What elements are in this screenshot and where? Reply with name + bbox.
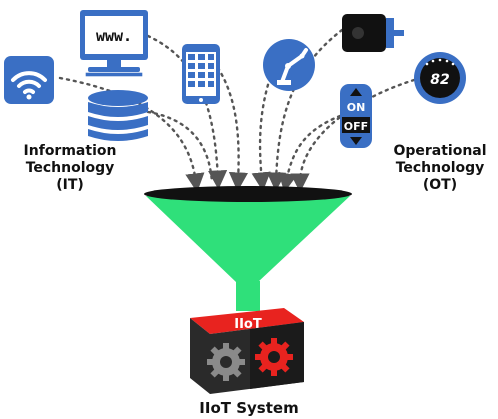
funnel — [144, 186, 352, 311]
connector-wifi — [58, 76, 205, 193]
gauge-icon: 82 — [414, 52, 466, 104]
connector-switch — [278, 114, 342, 193]
connector-database — [146, 110, 214, 185]
on-off-switch-icon: ON OFF — [340, 84, 372, 148]
gray-gear-icon — [207, 343, 245, 381]
ot-label-line2: Technology — [396, 160, 485, 176]
it-label: Information Technology (IT) — [24, 143, 117, 193]
ot-label-line3: (OT) — [423, 177, 457, 193]
motor-icon — [342, 14, 404, 52]
connector-gauge — [290, 78, 416, 193]
database-icon — [88, 90, 148, 141]
wifi-icon — [4, 56, 54, 104]
robot-arm-icon — [263, 39, 315, 91]
gauge-value: 82 — [430, 72, 449, 88]
computer-icon: www. — [80, 10, 148, 77]
cube-top-label: IIoT — [234, 317, 262, 332]
iiot-system-label: IIoT System — [199, 399, 298, 417]
it-label-line3: (IT) — [56, 177, 84, 193]
connector-phone — [216, 66, 249, 192]
connector-robot — [251, 76, 272, 192]
it-label-line1: Information — [24, 143, 117, 159]
ot-label-line1: Operational — [393, 143, 486, 159]
switch-on-label: ON — [347, 101, 366, 114]
ot-label: Operational Technology (OT) — [393, 143, 486, 193]
iiot-cube: IIoT — [190, 308, 304, 394]
smartphone-icon — [182, 44, 220, 104]
switch-off-label: OFF — [344, 120, 368, 133]
it-label-line2: Technology — [26, 160, 115, 176]
connector-motor — [266, 28, 344, 192]
red-gear-icon — [255, 338, 293, 376]
browser-url-text: www. — [96, 27, 132, 45]
